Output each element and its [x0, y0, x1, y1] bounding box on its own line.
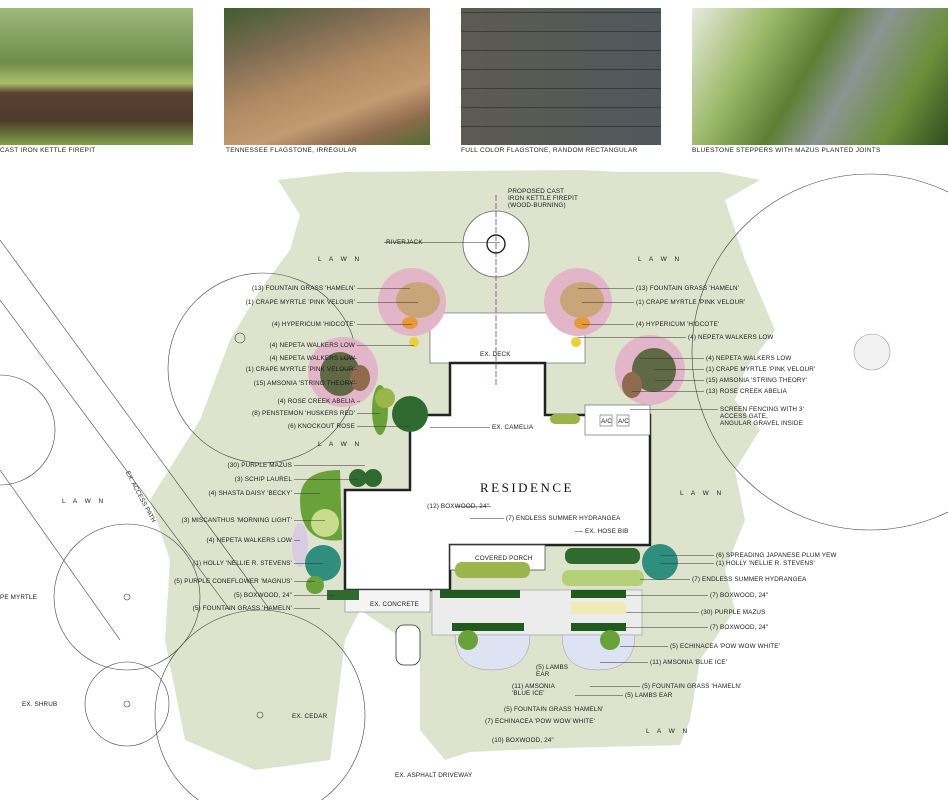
plant-label: (7) BOXWOOD, 24" — [710, 592, 769, 599]
plant-label: (4) HYPERICUM 'HIDCOTE' — [636, 321, 720, 328]
plant-label: (4) NEPETA WALKERS LOW — [269, 355, 355, 362]
plant-label: EX. HOSE BIB — [585, 528, 629, 535]
plant-label: (4) NEPETA WALKERS LOW — [269, 342, 355, 349]
photo-caption: Tennessee Flagstone, Irregular — [226, 147, 357, 154]
plant-label: (5) ECHINACEA 'POW WOW WHITE' — [670, 643, 780, 650]
ex-tree-canopy — [154, 609, 366, 800]
plant-label: PE MYRTLE — [0, 594, 37, 601]
plant-label: (4) NEPETA WALKERS LOW — [206, 537, 292, 544]
plant-label: (7) ENDLESS SUMMER HYDRANGEA — [506, 515, 621, 522]
plant-label: (4) NEPETA WALKERS LOW — [706, 355, 792, 362]
lawn-label: L A W N — [318, 256, 363, 263]
plant-label: (4) SHASTA DAISY 'BECKY' — [208, 490, 292, 497]
lawn-label: L A W N — [62, 498, 107, 505]
lawn-label: L A W N — [318, 441, 363, 448]
plant-label: (5) LAMBS EAR — [625, 692, 673, 699]
ex-tree-canopy — [84, 661, 170, 747]
plant-label: (13) FOUNTAIN GRASS 'HAMELN' — [251, 285, 355, 292]
plant-label: (4) HYPERICUM 'HIDCOTE' — [271, 321, 355, 328]
photo-caption: Bluestone Steppers with Mazus Planted Jo… — [692, 147, 881, 154]
ex-tree-canopy — [0, 374, 56, 486]
ex-tree-canopy — [691, 173, 948, 531]
plant-label: A/C — [601, 418, 612, 425]
plant-label: (30) PURPLE MAZUS — [701, 609, 766, 616]
plant-label: (1) CRAPE MYRTLE 'PINK VELOUR' — [706, 366, 816, 373]
plant-label: EX. SHRUB — [22, 701, 58, 708]
plant-label: (7) ECHINACEA 'POW WOW WHITE' — [485, 718, 595, 725]
plant-label: (13) FOUNTAIN GRASS 'HAMELN' — [636, 285, 740, 292]
lawn-label: L A W N — [646, 728, 691, 735]
plant-label: (7) BOXWOOD, 24" — [710, 624, 769, 631]
plant-label: (5) BOXWOOD, 24" — [233, 592, 292, 599]
plant-label: (1) CRAPE MYRTLE 'PINK VELOUR' — [245, 299, 355, 306]
plant-label: (15) AMSONIA 'STRING THEORY' — [706, 377, 808, 384]
plant-label: (12) BOXWOOD, 24" — [427, 503, 489, 510]
plant-label: EX. CAMELIA — [492, 424, 534, 431]
planting-bed-e — [615, 335, 685, 405]
plant-label: (5) FOUNTAIN GRASS 'HAMELN' — [504, 706, 604, 713]
residence-label: RESIDENCE — [480, 480, 574, 495]
planting-bed-w — [308, 337, 378, 407]
plant-label: EX. CEDAR — [292, 713, 328, 720]
planting-bed-ne — [544, 268, 612, 347]
plant-label: (4) ROSE CREEK ABELIA — [277, 398, 355, 405]
plant-label: (1) CRAPE MYRTLE 'PINK VELOUR' — [636, 299, 746, 306]
photo-caption: Full Color Flagstone, Random Rectangular — [461, 147, 638, 154]
plant-label: (15) AMSONIA 'STRING THEORY' — [253, 380, 355, 387]
plant-label: EX. DECK — [480, 351, 511, 358]
plant-label: EX. ASPHALT DRIVEWAY — [395, 772, 473, 779]
plant-label: (11) AMSONIA 'BLUE ICE' — [650, 659, 728, 666]
plant-label: (6) SPREADING JAPANESE PLUM YEW — [716, 552, 837, 559]
access-path-edge — [0, 239, 271, 611]
plant-label: (5) LAMBS EAR — [536, 664, 569, 678]
photo-firepit — [0, 8, 193, 145]
plant-label: A/C — [618, 418, 629, 425]
lawn-label: L A W N — [638, 256, 683, 263]
car-icon — [395, 624, 421, 666]
photo-caption: Cast Iron Kettle Firepit — [0, 147, 96, 154]
photo-bluestone-steppers — [692, 8, 948, 145]
plant-label: (13) ROSE CREEK ABELIA — [706, 388, 787, 395]
plant-label: (1) HOLLY 'NELLIE R. STEVENS' — [193, 560, 292, 567]
plant-label: (7) ENDLESS SUMMER HYDRANGEA — [692, 576, 807, 583]
plant-label: (4) NEPETA WALKERS LOW — [688, 334, 774, 341]
plant-label: (6) KNOCKOUT ROSE — [287, 423, 355, 430]
photo-flagstone-irregular — [224, 8, 430, 145]
ex-tree-canopy — [53, 523, 201, 671]
plant-label: (30) PURPLE MAZUS — [227, 462, 292, 469]
ex-deck — [429, 312, 586, 364]
plant-label: (5) FOUNTAIN GRASS 'HAMELN' — [192, 605, 292, 612]
plant-label: (5) PURPLE CONEFLOWER 'MAGNUS' — [174, 578, 292, 585]
plant-label: (3) MISCANTHUS 'MORNING LIGHT' — [181, 517, 292, 524]
planting-bed-nw — [378, 268, 446, 347]
photo-flagstone-rectangular — [461, 8, 661, 145]
plant-label: PROPOSED CAST IRON KETTLE FIREPIT (WOOD-… — [508, 188, 579, 209]
plant-label: (1) HOLLY 'NELLIE R. STEVENS' — [716, 560, 815, 567]
plant-label: EX. CONCRETE — [370, 601, 420, 608]
plant-label: (10) BOXWOOD, 24" — [492, 737, 554, 744]
plant-label: SCREEN FENCING WITH 3' ACCESS GATE, ANGU… — [720, 406, 804, 427]
plant-label: (5) FOUNTAIN GRASS 'HAMELN' — [642, 683, 742, 690]
plant-label: (11) AMSONIA 'BLUE ICE' — [512, 683, 555, 697]
plant-label: COVERED PORCH — [475, 555, 533, 562]
ex-concrete — [344, 589, 431, 613]
plant-label: (1) CRAPE MYRTLE 'PINK VELOUR' — [245, 366, 355, 373]
plant-label: (8) PENSTEMON 'HUSKERS RED' — [251, 410, 355, 417]
plant-label: RIVERJACK — [386, 239, 423, 246]
lawn-label: L A W N — [680, 490, 725, 497]
shrub-groups — [292, 385, 678, 671]
plant-label: (3) SCHIP LAUREL — [234, 476, 292, 483]
